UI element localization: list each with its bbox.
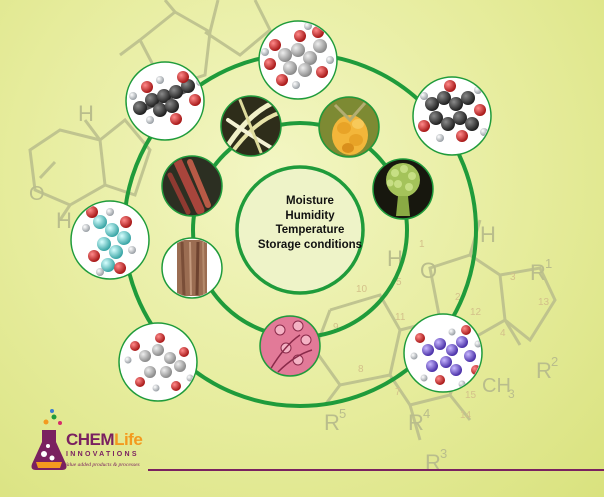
svg-text:R: R <box>536 358 552 383</box>
svg-text:H: H <box>387 246 403 271</box>
center-label-humidity: Humidity <box>285 209 335 222</box>
svg-text:3: 3 <box>508 387 515 401</box>
fungal-spores-micrograph-icon <box>259 315 321 377</box>
svg-text:4: 4 <box>500 328 506 339</box>
fungus-head-photo-icon <box>372 158 434 220</box>
center-label-storage-conditions: Storage conditions <box>257 238 363 251</box>
inner-ring <box>235 165 365 295</box>
svg-text:H: H <box>78 101 94 126</box>
background-chemical-structures <box>28 0 557 441</box>
mycotoxin-molecule-model-icon <box>70 200 150 280</box>
svg-text:R: R <box>408 410 424 435</box>
svg-text:2: 2 <box>455 292 461 303</box>
center-label-temperature: Temperature <box>275 224 345 236</box>
svg-text:11: 11 <box>395 312 406 323</box>
svg-text:3: 3 <box>510 272 516 283</box>
logo-brand-chem: CHEM <box>66 430 115 449</box>
logo-brand-name: CHEMLife <box>66 430 143 450</box>
logo-subtitle: INNOVATIONS <box>66 451 139 458</box>
center-label-moisture: Moisture <box>286 195 334 207</box>
cyclic-molecule-model-icon <box>118 322 198 402</box>
svg-text:15: 15 <box>465 390 477 401</box>
svg-text:5: 5 <box>339 406 346 421</box>
chemlife-logo-graphic <box>31 409 67 470</box>
svg-text:12: 12 <box>470 307 482 318</box>
svg-text:CH: CH <box>482 375 511 397</box>
svg-text:1: 1 <box>419 239 425 250</box>
svg-text:O: O <box>420 258 437 283</box>
svg-text:R: R <box>530 260 546 285</box>
svg-text:2: 2 <box>551 354 558 369</box>
aflatoxin-molecule-model-icon <box>125 61 205 141</box>
logo-brand-life: Life <box>114 430 143 449</box>
svg-text:14: 14 <box>460 410 472 421</box>
fungal-hyphae-photo-icon <box>220 95 282 157</box>
anthraquinone-molecule-model-icon <box>412 76 492 156</box>
background-structure-labels: H H O H H O R 1 R 2 R 3 R 4 R 5 CH 3 1 2… <box>29 101 558 475</box>
svg-text:10: 10 <box>356 284 368 295</box>
logo-tagline: Value added products & processes <box>64 462 140 468</box>
svg-text:R: R <box>425 450 441 475</box>
svg-text:5: 5 <box>396 277 402 288</box>
svg-text:R: R <box>324 410 340 435</box>
fungal-spike-photo-icon <box>161 155 223 217</box>
svg-text:O: O <box>29 183 45 205</box>
svg-text:3: 3 <box>440 446 447 461</box>
trichothecene-molecule-model-icon <box>403 313 483 393</box>
center-conditions-list: Moisture Humidity Temperature Storage co… <box>236 194 384 252</box>
moldy-grain-photo-icon <box>318 96 380 158</box>
fungal-wood-photo-icon <box>161 237 223 299</box>
svg-text:4: 4 <box>423 406 430 421</box>
svg-text:13: 13 <box>538 297 550 308</box>
svg-text:8: 8 <box>358 364 364 375</box>
svg-text:7: 7 <box>395 387 401 398</box>
svg-text:9: 9 <box>333 322 339 333</box>
svg-text:1: 1 <box>545 256 552 271</box>
svg-text:H: H <box>480 222 496 247</box>
svg-text:H: H <box>56 208 72 233</box>
hydroxylated-molecule-model-icon <box>258 20 338 100</box>
